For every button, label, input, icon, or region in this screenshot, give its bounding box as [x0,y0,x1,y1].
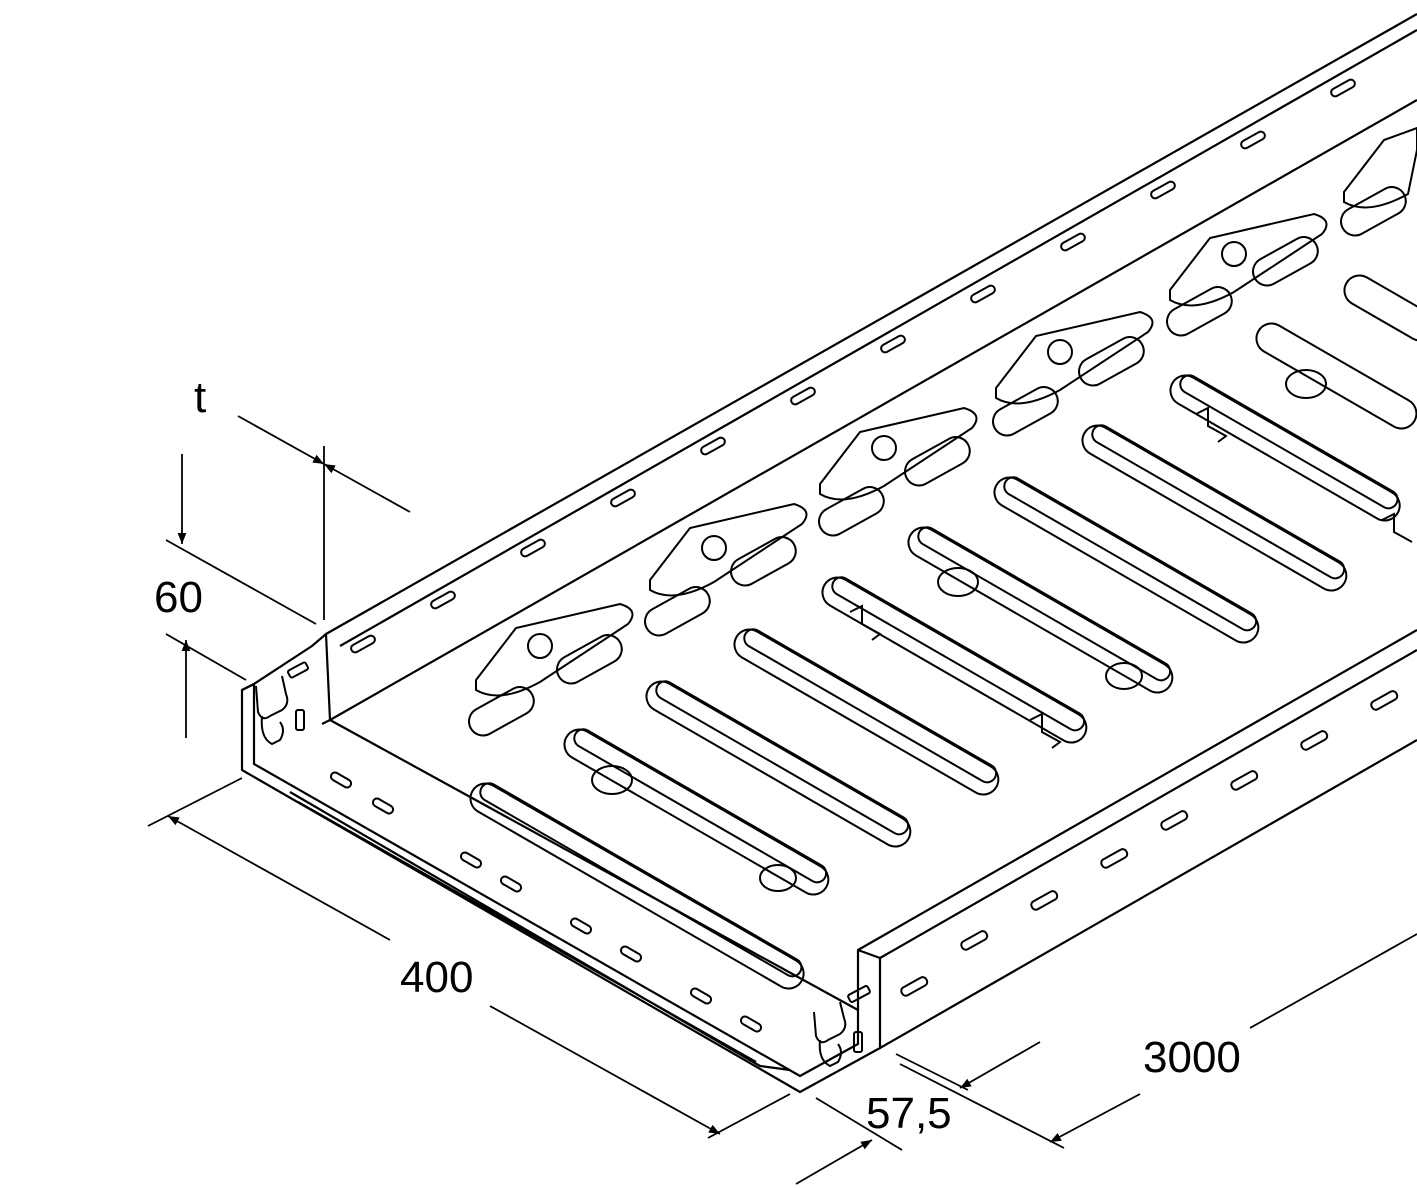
back-rim-slots [350,78,1356,654]
right-wall-top [857,629,1417,959]
dim-400-ext-left [147,777,243,827]
dim-575-ext-left [815,1097,903,1151]
dim-400-line-right [489,1005,721,1135]
left-top-rim [325,13,1417,647]
dim-t-line-left [237,415,325,465]
end-coupler-left [255,661,310,746]
tray-outline [240,13,1417,1094]
right-wall-bottom [879,739,1417,1049]
dim-label-offset: 57,5 [866,1089,952,1138]
dim-3000-line-left [1049,1093,1141,1143]
left-wall [240,682,882,1094]
dim-label-height: 60 [154,573,203,622]
dimension-lines [147,415,1417,1185]
floor-long-slots [469,274,1417,990]
dim-400-line-left [167,815,391,941]
dim-label-length: 3000 [1143,1033,1241,1082]
floor-short-slots [468,186,1407,737]
floor-round-holes [591,369,1327,892]
left-wall-top-lip [241,632,332,725]
dim-t-line-right [323,463,411,513]
dim-400-ext-right [707,1093,791,1139]
left-flange [289,791,791,1072]
dim-3000-line-right [1249,933,1417,1029]
left-inner-bottom [329,99,1417,721]
dim-575-arrow-left [795,1139,873,1185]
right-wall-slots [900,690,1399,997]
dim-60-ext-top [165,539,317,625]
dim-3000-ext [899,1063,1065,1149]
dim-575-ext-right [895,1053,969,1091]
dim-60-ext-bottom [165,633,247,681]
dim-label-width: 400 [400,953,474,1002]
dim-575-arrow-right [959,1041,1041,1089]
floor-hook-marks [849,406,1413,749]
floor-triangle-lugs [475,126,1417,697]
floor-front-edge [329,719,859,1011]
dim-label-thickness: t [194,373,207,422]
left-wall-slots [329,771,763,1033]
end-coupler-right [813,985,871,1068]
